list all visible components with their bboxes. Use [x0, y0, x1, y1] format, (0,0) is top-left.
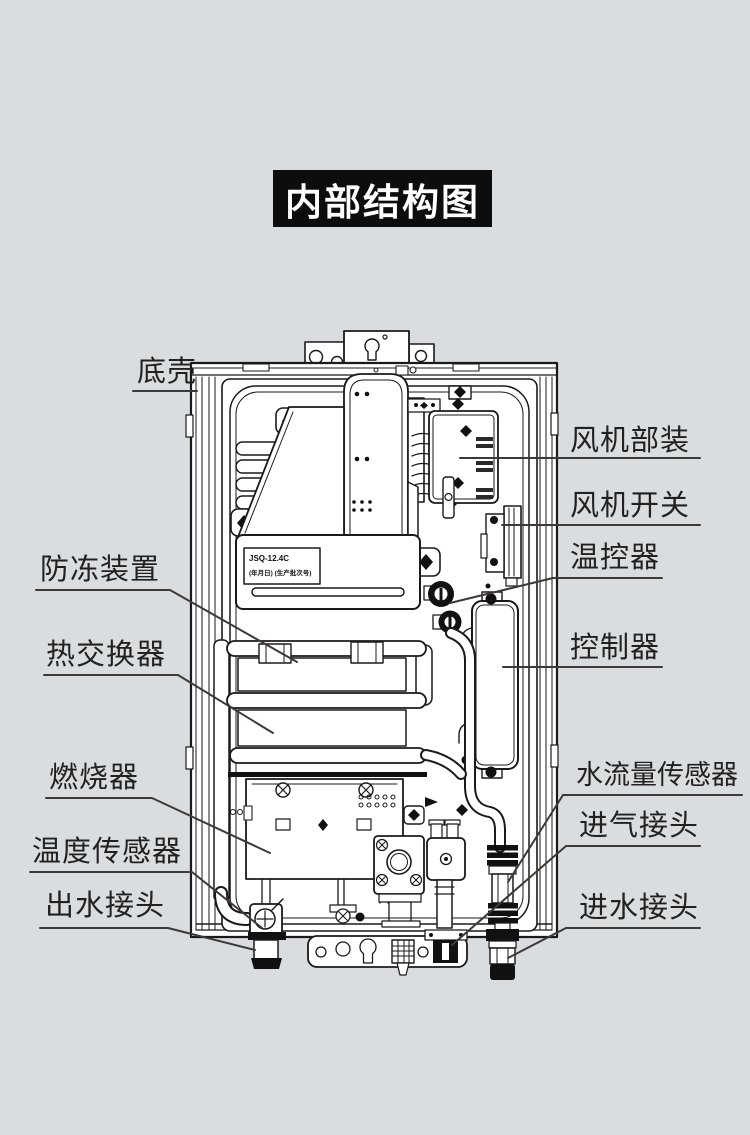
leader-gas-inlet [451, 845, 701, 946]
leader-lines [29, 390, 743, 959]
water-flow-sensor-drawing [487, 845, 518, 934]
outlet-pipe [214, 886, 254, 926]
burner-drawing [228, 772, 427, 924]
label-fan-assembly: 风机部装 [570, 425, 691, 457]
label-bottom-shell: 底壳 [137, 356, 198, 388]
label-antifreeze-device: 防冻装置 [40, 554, 161, 586]
gas-valve-drawing [373, 797, 468, 929]
leader-water-outlet [39, 927, 256, 951]
leader-water-flow-sensor [507, 794, 743, 883]
label-fan-switch: 风机开关 [570, 490, 691, 522]
thermostat-drawing [423, 581, 462, 634]
label-temperature-sensor: 温度传感器 [32, 836, 183, 868]
label-thermostat: 温控器 [570, 542, 661, 574]
nameplate-batch: (年月日) (生产批次号) [249, 568, 311, 577]
label-water-inlet: 进水接头 [579, 892, 700, 924]
wire-bracket [442, 476, 455, 519]
nameplate-model: JSQ-12.4C [249, 554, 289, 563]
label-heat-exchanger: 热交换器 [46, 639, 167, 671]
controller-drawing [458, 591, 519, 779]
page-title: 内部结构图 [273, 170, 492, 227]
flue-duct-drawing [343, 367, 409, 536]
leader-thermostat [449, 577, 663, 604]
combustion-hood-drawing: JSQ-12.4C (年月日) (生产批次号) [235, 406, 421, 610]
bottom-parts-drawing [248, 898, 519, 980]
label-water-flow-sensor: 水流量传感器 [576, 760, 738, 790]
label-burner: 燃烧器 [49, 762, 140, 794]
leader-burner [45, 797, 271, 854]
leader-antifreeze-device [35, 589, 298, 663]
water-pipe [420, 627, 506, 853]
label-gas-inlet: 进气接头 [579, 810, 700, 842]
leader-water-inlet [507, 927, 701, 959]
leader-temperature-sensor [29, 871, 263, 929]
leader-heat-exchanger [43, 674, 274, 734]
label-controller: 控制器 [570, 632, 661, 664]
label-water-outlet: 出水接头 [45, 890, 166, 922]
